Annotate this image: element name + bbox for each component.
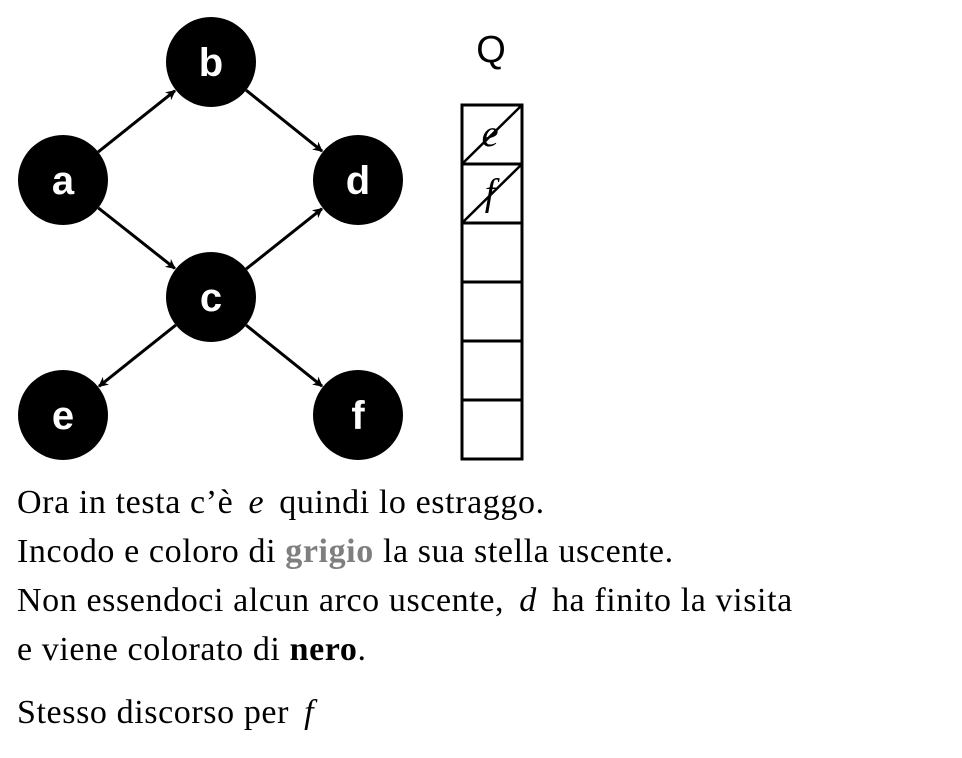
strike-line bbox=[461, 163, 523, 224]
node-label: f bbox=[351, 394, 365, 438]
node-f: f bbox=[313, 370, 403, 460]
edge-b-d bbox=[245, 88, 324, 153]
text-line-4: e viene colorato di nero. bbox=[17, 625, 957, 674]
text-segment: . bbox=[357, 631, 367, 668]
node-circle bbox=[313, 135, 403, 225]
node-e: e bbox=[18, 370, 108, 460]
queue: Q ef bbox=[460, 29, 524, 461]
text-segment: Incodo e coloro di bbox=[17, 533, 277, 570]
strike-line bbox=[461, 104, 523, 165]
queue-cell bbox=[460, 339, 524, 402]
node-circle bbox=[18, 135, 108, 225]
text-segment: e viene colorato di bbox=[17, 631, 281, 668]
grey-word: grigio bbox=[285, 533, 374, 570]
edge-c-f bbox=[245, 323, 324, 388]
node-c: c bbox=[166, 252, 256, 342]
nodes-layer: a b c d e f bbox=[18, 17, 403, 460]
node-label: c bbox=[200, 276, 222, 320]
queue-cell bbox=[460, 221, 524, 284]
edge-c-e bbox=[98, 323, 177, 388]
text-segment: la sua stella uscente. bbox=[382, 533, 674, 570]
queue-cell-box bbox=[460, 398, 524, 461]
node-a: a bbox=[18, 135, 108, 225]
node-circle bbox=[313, 370, 403, 460]
math-d: d bbox=[519, 582, 537, 619]
text-segment: Non essendoci alcun arco uscente, bbox=[17, 582, 505, 619]
queue-title: Q bbox=[476, 29, 506, 71]
queue-cell bbox=[460, 398, 524, 461]
black-word: nero bbox=[289, 631, 358, 668]
text-line-1: Ora in testa c’è e quindi lo estraggo. bbox=[17, 478, 957, 527]
node-d: d bbox=[313, 135, 403, 225]
node-label: b bbox=[199, 41, 223, 85]
edge-a-c bbox=[97, 206, 176, 270]
node-circle bbox=[166, 17, 256, 107]
node-label: d bbox=[346, 159, 370, 203]
node-label: e bbox=[52, 394, 74, 438]
text-line-3: Non essendoci alcun arco uscente, d ha f… bbox=[17, 576, 957, 625]
node-label: a bbox=[52, 159, 75, 203]
text-segment: Ora in testa c’è bbox=[17, 484, 234, 521]
text-segment: Stesso discorso per bbox=[17, 694, 290, 731]
queue-cell: e bbox=[460, 103, 524, 166]
queue-item-label: e bbox=[482, 113, 499, 155]
queue-cell: f bbox=[460, 162, 524, 225]
node-circle bbox=[18, 370, 108, 460]
queue-cell bbox=[460, 280, 524, 343]
text-segment: ha finito la visita bbox=[551, 582, 793, 619]
text-line-5: Stesso discorso per f bbox=[17, 688, 957, 737]
explanation-text: Ora in testa c’è e quindi lo estraggo. I… bbox=[17, 478, 957, 737]
edge-c-d bbox=[245, 207, 323, 271]
math-e: e bbox=[248, 484, 265, 521]
queue-cell-box bbox=[460, 339, 524, 402]
edges-layer bbox=[97, 88, 324, 388]
math-f: f bbox=[304, 694, 315, 731]
edge-a-b bbox=[97, 89, 176, 154]
node-circle bbox=[166, 252, 256, 342]
queue-cell-box bbox=[460, 221, 524, 284]
text-segment: quindi lo estraggo. bbox=[279, 484, 545, 521]
text-line-2: Incodo e coloro di grigio la sua stella … bbox=[17, 527, 957, 576]
node-b: b bbox=[166, 17, 256, 107]
queue-cell-box bbox=[460, 280, 524, 343]
